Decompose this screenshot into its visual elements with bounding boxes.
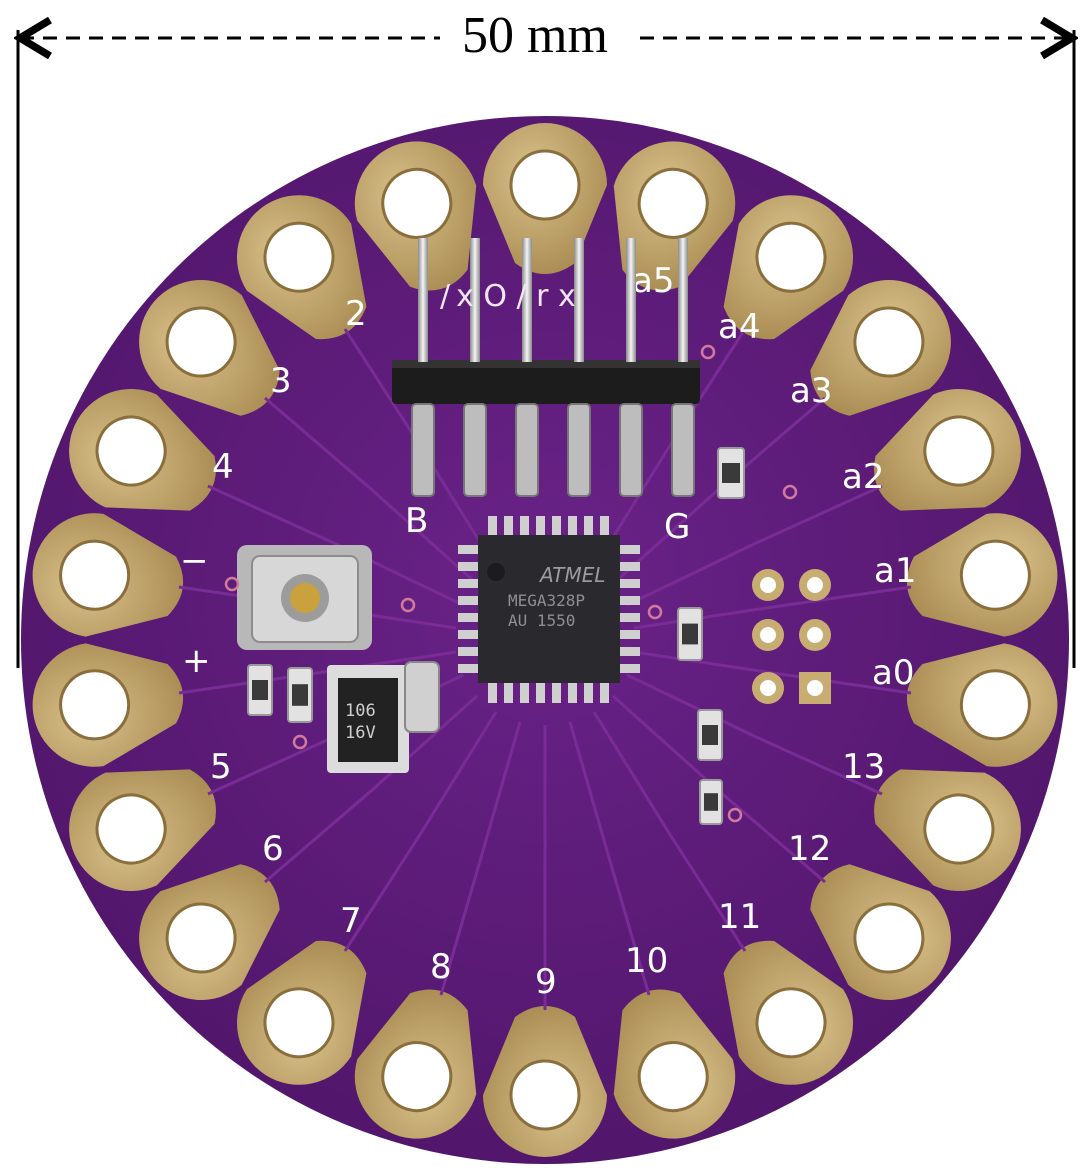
pin-label: 4	[212, 447, 234, 487]
sewing-pad	[613, 989, 736, 1139]
pin-label: −	[180, 541, 209, 581]
sewing-pad	[483, 1006, 607, 1157]
sewing-pad	[32, 643, 184, 767]
header-label-b: B	[405, 501, 428, 541]
sewing-pad	[810, 864, 951, 1000]
sewing-pad	[874, 769, 1021, 891]
pin-label: 3	[270, 361, 292, 401]
header-pin	[574, 238, 584, 362]
pin-label: 7	[340, 901, 362, 941]
header-pin	[522, 238, 532, 362]
header-pin	[470, 238, 480, 362]
chip-code: AU 1550	[508, 611, 575, 630]
trace	[343, 711, 498, 952]
trace	[626, 673, 883, 796]
trace	[178, 650, 457, 695]
via	[700, 344, 716, 360]
header-pin-foot	[671, 403, 695, 497]
trace	[626, 484, 883, 607]
pin-label: +	[182, 641, 211, 681]
sewing-pad	[354, 989, 477, 1139]
sewing-pad	[69, 389, 216, 511]
header-pin-foot	[567, 403, 591, 497]
pin-label: 10	[625, 941, 668, 981]
pin-label: 11	[718, 897, 761, 937]
trace	[264, 396, 479, 586]
sewing-pad	[483, 123, 607, 274]
isp-holes	[752, 569, 831, 704]
sewing-pads	[32, 123, 1058, 1157]
pin-label: a4	[718, 307, 760, 347]
pin-label: 9	[535, 962, 557, 1002]
header-pin	[626, 238, 636, 362]
capacitor-value: 106	[345, 701, 376, 721]
reset-button	[237, 545, 372, 650]
header-pin-foot	[515, 403, 539, 497]
via	[782, 484, 798, 500]
header-pin-foot	[411, 403, 435, 497]
sewing-pad	[69, 769, 216, 891]
via	[727, 807, 743, 823]
trace	[207, 484, 464, 607]
sewing-pad	[139, 864, 280, 1000]
sewing-pad	[810, 280, 951, 416]
header-pin-foot	[463, 403, 487, 497]
sewing-pad	[237, 195, 367, 340]
header-pin	[418, 238, 428, 362]
via	[400, 597, 416, 613]
pcb-board: 2 3 4 − +5 6 7 8 9 10 11 12 13 a0 a1 a2 a3 a4 a5 / x O / r…	[21, 116, 1069, 1164]
trace	[568, 721, 651, 996]
sewing-pad	[139, 280, 280, 416]
trace	[264, 694, 479, 884]
header-pin-foot	[619, 403, 643, 497]
via	[647, 604, 663, 620]
trace	[592, 711, 747, 952]
pin-label: a5	[632, 261, 674, 301]
crystal-resonator	[404, 661, 440, 733]
sewing-pad	[723, 195, 853, 340]
trace	[592, 328, 747, 569]
sewing-pad	[874, 389, 1021, 511]
chip-model: MEGA328P	[508, 591, 585, 610]
microcontroller-chip: ATMEL MEGA328P AU 1550	[458, 516, 640, 703]
pin-label: 5	[210, 747, 232, 787]
pin-label: a1	[874, 551, 916, 591]
header-pin	[678, 238, 688, 362]
pin-label: 2	[345, 294, 367, 334]
dimension-label: 50 mm	[462, 7, 608, 64]
sewing-pad	[32, 513, 184, 637]
tantalum-capacitor: 106 16V	[327, 665, 409, 773]
trace	[439, 721, 522, 996]
pin-labels: 2 3 4 − +5 6 7 8 9 10 11 12 13 a0 a1 a2 a3 a4 a5	[180, 261, 916, 1002]
header-label-g: G	[664, 507, 690, 547]
pin-label: a0	[872, 653, 914, 693]
sewing-pad	[906, 513, 1058, 637]
via	[224, 576, 240, 592]
sewing-pad	[613, 141, 736, 291]
pin-label: 8	[430, 947, 452, 987]
sewing-pad	[354, 141, 477, 291]
sewing-pad	[723, 940, 853, 1085]
via	[292, 734, 308, 750]
programming-header: / x O / r x B G	[392, 238, 700, 547]
chip-logo: ATMEL	[538, 563, 605, 587]
vias	[224, 344, 798, 823]
traces	[178, 328, 912, 1010]
dimension-indicator: 50 mm	[18, 7, 1074, 668]
pin-label: a2	[842, 457, 884, 497]
sewing-pad	[237, 940, 367, 1085]
capacitor-voltage: 16V	[345, 723, 376, 743]
pin-label: a3	[790, 371, 832, 411]
pin-label: 13	[842, 747, 885, 787]
sewing-pad	[906, 643, 1058, 767]
pin-label: 12	[788, 829, 831, 869]
header-top-label: / x O / r x	[440, 279, 576, 314]
pin-label: 6	[262, 829, 284, 869]
smd-components	[247, 447, 745, 825]
